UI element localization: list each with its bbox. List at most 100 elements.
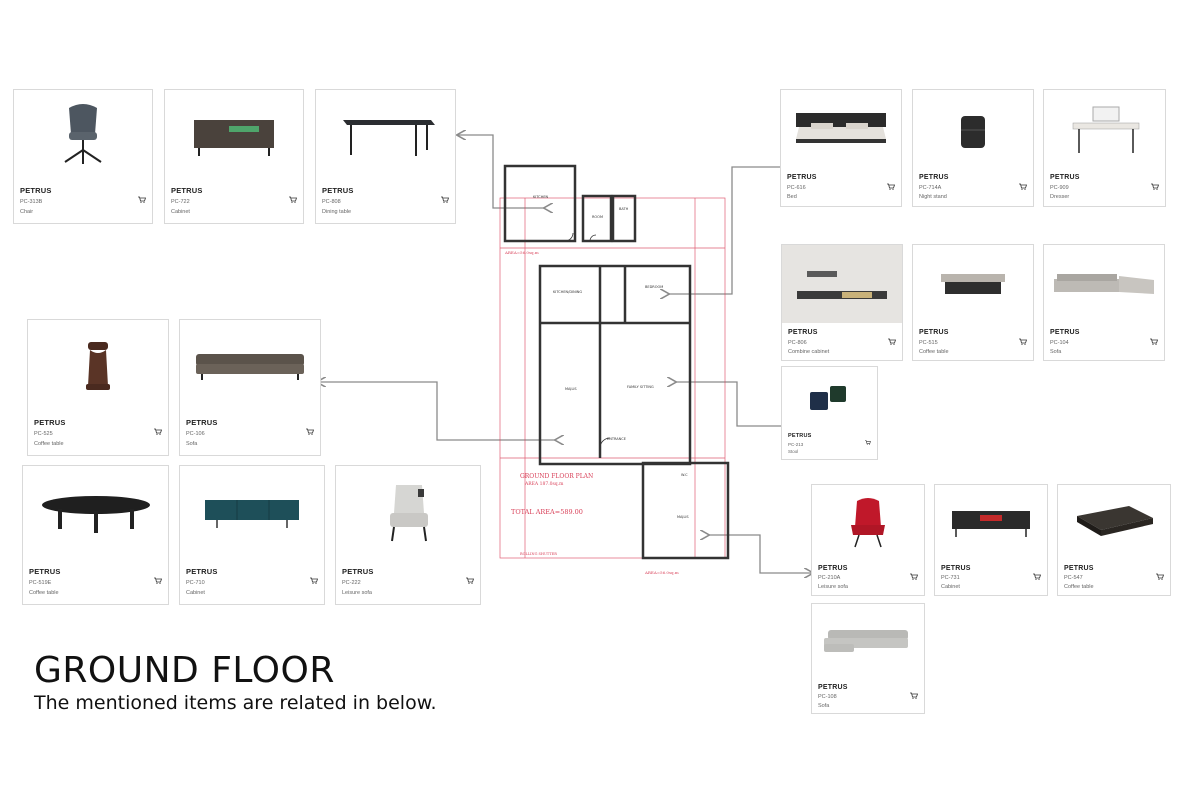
product-brand: PETRUS [342, 567, 374, 576]
product-card[interactable]: PETRUS PC-106 Sofa [179, 319, 321, 456]
cart-icon[interactable] [888, 338, 896, 345]
plan-rolling-shutter: ROLLING SHUTTER [520, 552, 557, 556]
page-subtitle: The mentioned items are related in below… [34, 692, 437, 714]
product-card[interactable]: PETRUS PC-104 Sofa [1043, 244, 1165, 361]
product-brand: PETRUS [1050, 329, 1080, 336]
product-brand: PETRUS [818, 684, 848, 691]
product-brand: PETRUS [788, 433, 812, 439]
product-code: PC-909 [1050, 185, 1069, 191]
plan-title: GROUND FLOOR PLAN [520, 473, 593, 480]
cart-icon[interactable] [865, 440, 871, 445]
plan-label-bath: BATH [619, 207, 629, 211]
product-code: PC-710 [186, 580, 205, 586]
product-card[interactable]: PETRUS PC-616 Bed [780, 89, 902, 207]
coffee-table-image [28, 320, 168, 412]
plan-label-kitchen: KITCHEN [533, 195, 549, 199]
plan-label-majlis: MAJLIS [565, 387, 577, 391]
stool-image [782, 367, 877, 429]
chair-image [14, 90, 152, 180]
plan-label-bedroom: BEDROOM [645, 285, 663, 289]
cart-icon[interactable] [310, 577, 318, 584]
cabinet-image [935, 485, 1047, 560]
cart-icon[interactable] [1019, 338, 1027, 345]
product-brand: PETRUS [29, 567, 61, 576]
arrow-majlis [318, 382, 556, 440]
cart-icon[interactable] [1019, 183, 1027, 190]
cart-icon[interactable] [910, 692, 918, 699]
cart-icon[interactable] [138, 196, 146, 203]
leisure-sofa-image [812, 485, 924, 560]
cart-icon[interactable] [306, 428, 314, 435]
cart-icon[interactable] [466, 577, 474, 584]
product-card[interactable]: PETRUS PC-515 Coffee table [912, 244, 1034, 361]
product-code: PC-213 [788, 442, 804, 447]
combine-cabinet-image [782, 245, 902, 323]
product-card[interactable]: PETRUS PC-313B Chair [13, 89, 153, 224]
sofa-image [1044, 245, 1164, 323]
plan-area: AREA 187.0sq.m [524, 481, 564, 487]
product-card[interactable]: PETRUS PC-909 Dresser [1043, 89, 1166, 207]
product-card[interactable]: PETRUS PC-731 Cabinet [934, 484, 1048, 596]
product-card[interactable]: PETRUS PC-547 Coffee table [1057, 484, 1171, 596]
cart-icon[interactable] [1033, 573, 1041, 580]
product-brand: PETRUS [1050, 174, 1080, 181]
cart-icon[interactable] [1151, 183, 1159, 190]
product-code: PC-731 [941, 575, 960, 581]
leisure-sofa-image [336, 466, 480, 561]
cart-icon[interactable] [441, 196, 449, 203]
product-brand: PETRUS [171, 186, 203, 195]
plan-label-room: ROOM [592, 215, 603, 219]
product-card[interactable]: PETRUS PC-722 Cabinet [164, 89, 304, 224]
product-type: Cabinet [941, 584, 960, 590]
cart-icon[interactable] [154, 428, 162, 435]
product-brand: PETRUS [919, 329, 949, 336]
cart-icon[interactable] [289, 196, 297, 203]
cabinet-image [180, 466, 324, 561]
product-card[interactable]: PETRUS PC-210A Leisure sofa [811, 484, 925, 596]
product-brand: PETRUS [1064, 565, 1094, 572]
product-brand: PETRUS [941, 565, 971, 572]
product-card[interactable]: PETRUS PC-222 Leisure sofa [335, 465, 481, 605]
cart-icon[interactable] [910, 573, 918, 580]
cart-icon[interactable] [887, 183, 895, 190]
product-card[interactable]: PETRUS PC-213 Stool [781, 366, 878, 460]
product-card[interactable]: PETRUS PC-108 Sofa [811, 603, 925, 714]
product-code: PC-106 [186, 431, 205, 437]
product-card[interactable]: PETRUS PC-525 Coffee table [27, 319, 169, 456]
product-type: Coffee table [29, 590, 59, 596]
cart-icon[interactable] [1156, 573, 1164, 580]
plan-area-top: AREA=56.0sq.m [504, 250, 539, 255]
sofa-image [180, 320, 320, 412]
product-card[interactable]: PETRUS PC-710 Cabinet [179, 465, 325, 605]
night-stand-image [913, 90, 1033, 170]
plan-label-wc: W.C [681, 473, 688, 477]
product-type: Coffee table [919, 349, 949, 355]
product-code: PC-525 [34, 431, 53, 437]
product-type: Dresser [1050, 194, 1070, 200]
product-code: PC-806 [788, 340, 807, 346]
product-type: Coffee table [34, 441, 64, 447]
product-code: PC-222 [342, 580, 361, 586]
plan-label-majlis2: MAJLIS [677, 515, 689, 519]
dining-table-image [316, 90, 455, 180]
product-brand: PETRUS [919, 174, 949, 181]
product-card[interactable]: PETRUS PC-806 Combine cabinet [781, 244, 903, 361]
product-brand: PETRUS [34, 418, 66, 427]
product-card[interactable]: PETRUS PC-808 Dining table [315, 89, 456, 224]
coffee-table-image [23, 466, 168, 561]
cabinet-image [165, 90, 303, 180]
cart-icon[interactable] [154, 577, 162, 584]
product-type: Night stand [919, 194, 947, 200]
product-code: PC-722 [171, 199, 190, 205]
plan-area-bottom: AREA=56.0sq.m [644, 570, 679, 575]
cart-icon[interactable] [1150, 338, 1158, 345]
product-code: PC-547 [1064, 575, 1083, 581]
product-code: PC-104 [1050, 340, 1069, 346]
product-type: Leisure sofa [342, 590, 372, 596]
product-brand: PETRUS [788, 329, 818, 336]
product-card[interactable]: PETRUS PC-714A Night stand [912, 89, 1034, 207]
bed-image [781, 90, 901, 170]
product-card[interactable]: PETRUS PC-519E Coffee table [22, 465, 169, 605]
product-type: Sofa [186, 441, 198, 447]
